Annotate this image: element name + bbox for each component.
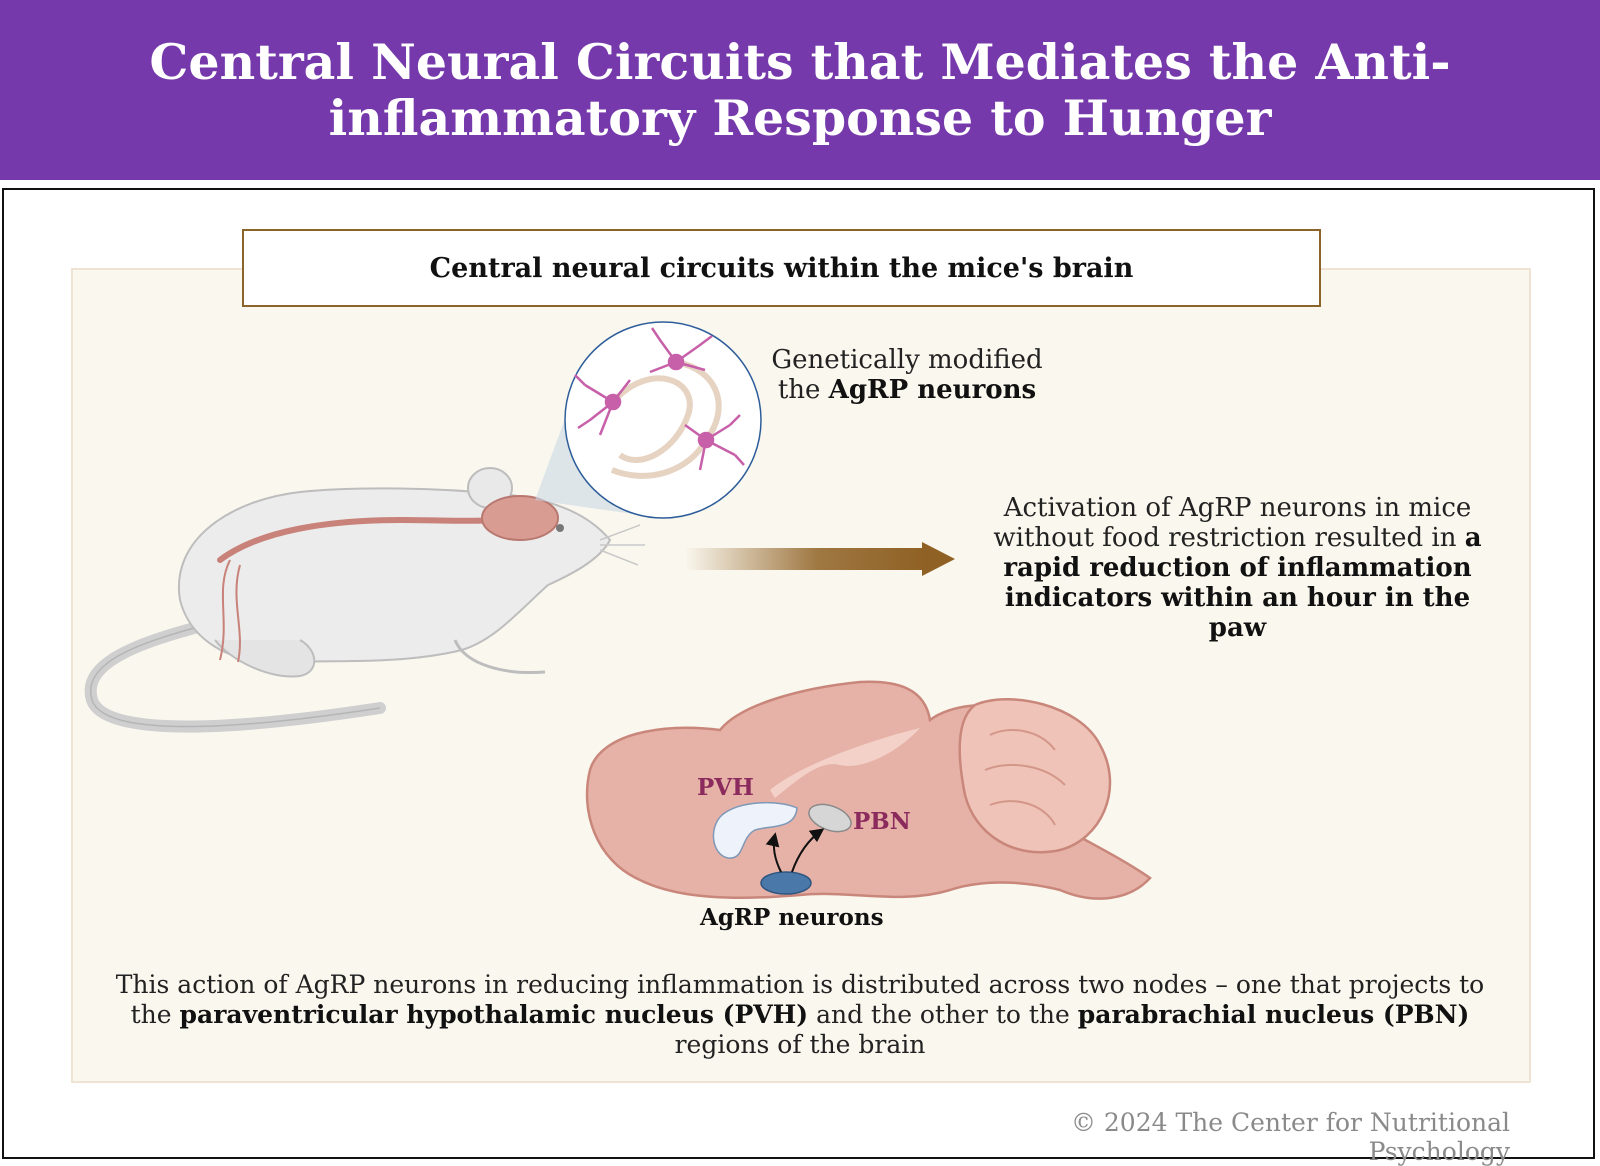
summary-text: This action of AgRP neurons in reducing …: [110, 970, 1490, 1060]
copyright: © 2024 The Center for Nutritional Psycho…: [1070, 1108, 1510, 1166]
summary-bold1: paraventricular hypothalamic nucleus (PV…: [179, 1000, 809, 1029]
mouse-front-leg: [453, 639, 546, 674]
mouse-nerves: [219, 559, 241, 663]
activation-result-text: Activation of AgRP neurons in mice witho…: [975, 493, 1500, 643]
pbn-label: PBN: [853, 808, 911, 835]
neuron-cell-2: [649, 327, 713, 374]
mouse-brain: [481, 495, 559, 541]
sagittal-brain: [585, 680, 1152, 900]
summary-bold2: parabrachial nucleus (PBN): [1077, 1000, 1470, 1029]
result-arrow: [685, 542, 955, 576]
cerebellum: [958, 698, 1112, 854]
summary-part3: regions of the brain: [674, 1030, 926, 1059]
page-title: Central Neural Circuits that Mediates th…: [149, 33, 1451, 147]
activation-bold: a rapid reduction of inflammation indica…: [1003, 523, 1482, 643]
mouse-illustration: [84, 467, 645, 733]
subtitle-box: Central neural circuits within the mice'…: [242, 229, 1321, 307]
neuron-cell-1: [574, 374, 631, 436]
pbn-region: [808, 803, 852, 833]
mouse-eye: [556, 524, 564, 532]
arrow-to-pvh: [765, 832, 782, 873]
subtitle-text: Central neural circuits within the mice'…: [429, 252, 1134, 284]
summary-part2: and the other to the: [808, 1000, 1078, 1029]
agrp-label: AgRP neurons: [700, 904, 884, 931]
pvh-label: PVH: [697, 774, 754, 801]
title-banner: Central Neural Circuits that Mediates th…: [0, 0, 1600, 180]
mouse-spinal-cord: [217, 516, 498, 563]
genetic-modification-label: Genetically modified the AgRP neurons: [742, 345, 1072, 405]
agrp-neurons-region: [760, 871, 812, 895]
mouse-tail-outline: [89, 624, 381, 728]
genetic-line1: Genetically modified: [771, 345, 1043, 375]
mouse-whiskers: [599, 524, 645, 566]
genetic-line2-prefix: the: [777, 375, 829, 405]
mouse-hind-leg: [214, 639, 316, 678]
neuron-cell-3: [684, 414, 745, 471]
arrow-to-pbn: [791, 828, 825, 873]
summary-part1: This action of AgRP neurons in reducing …: [115, 970, 1485, 1029]
cerebellum-folds: [984, 729, 1066, 826]
activation-text: Activation of AgRP neurons in mice witho…: [993, 493, 1472, 553]
diagram-panel: [71, 268, 1531, 1083]
genetic-bold: AgRP neurons: [828, 375, 1037, 405]
axon-fiber: [610, 375, 693, 463]
pvh-region: [712, 801, 798, 859]
ventricle: [770, 728, 920, 798]
neuron-zoom-circle: [564, 321, 762, 519]
